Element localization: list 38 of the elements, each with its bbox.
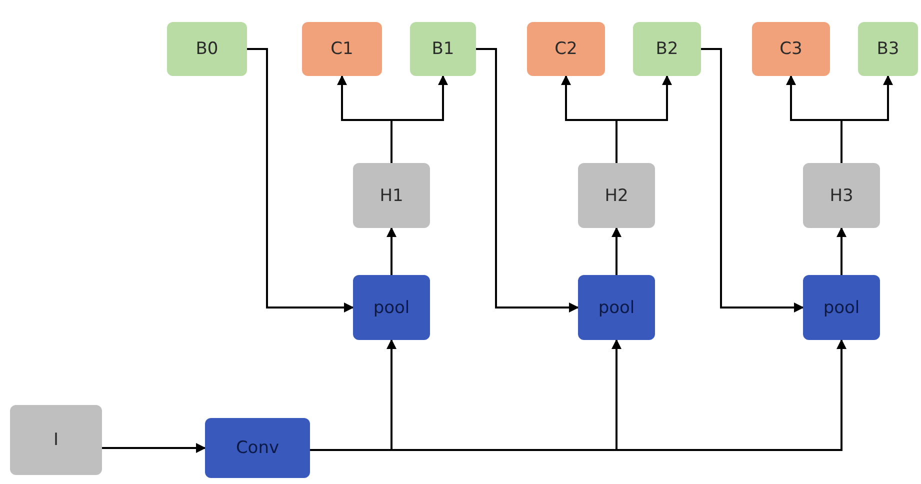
class-box [527,22,605,76]
node-label: B2 [656,39,678,59]
node-label: Conv [236,438,280,458]
node-label: I [53,430,58,450]
arrow [840,75,893,163]
output-box [410,22,476,76]
node-label: C2 [554,39,578,59]
process-box [578,163,655,228]
class-box [752,22,830,76]
process-box [10,405,102,475]
node-label: H1 [380,186,404,206]
node-label: B0 [196,39,218,59]
operation-box [205,418,310,478]
output-box [633,22,701,76]
node-label: H3 [830,186,854,206]
operation-box [578,275,655,340]
node-label: pool [598,298,635,318]
arrow [386,227,396,275]
arrow [476,48,579,312]
node-label: B3 [876,39,900,59]
node-label: B1 [432,39,454,59]
node-label: pool [823,298,860,318]
process-box [353,163,430,228]
operation-box [353,275,430,340]
process-box [803,163,880,228]
operation-box [803,275,880,340]
arrow [247,48,354,312]
arrow [701,48,804,312]
arrow [102,443,206,453]
output-box [167,22,247,76]
arrow [612,227,622,275]
node-label: pool [373,298,410,318]
class-box [302,22,382,76]
arrow [836,227,846,275]
node-label: C1 [330,39,354,59]
node-label: C3 [780,39,802,59]
node-label: H2 [604,186,628,206]
output-box [858,22,918,76]
